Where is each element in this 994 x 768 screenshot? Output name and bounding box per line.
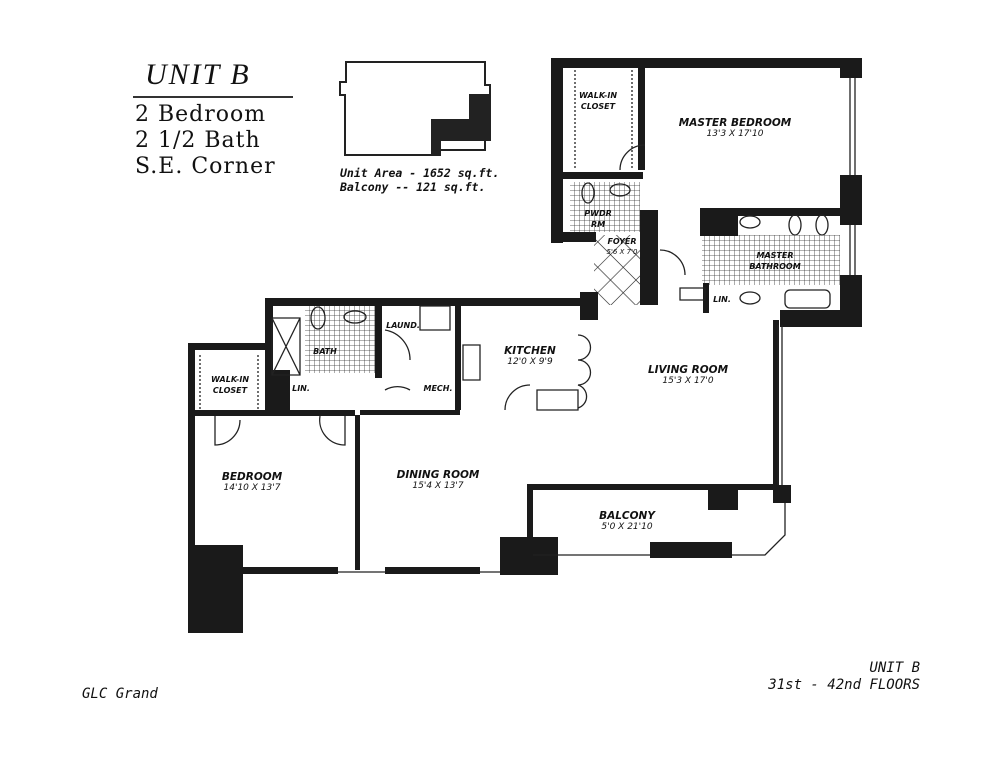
footer-floors: 31st - 42nd FLOORS [768, 677, 920, 693]
title-underline [133, 96, 293, 98]
balcony-name: BALCONY [599, 510, 655, 522]
footer-unit: UNIT B [869, 660, 920, 676]
kitchen-dims: 12'0 X 9'9 [507, 357, 553, 367]
building-name: GLC Grand [82, 686, 158, 702]
room-master-linen: LIN. [713, 295, 731, 304]
walls [188, 58, 862, 633]
living-room-name: LIVING ROOM [647, 364, 729, 376]
balcony-dims: 5'0 X 21'10 [601, 522, 653, 532]
room-mech: MECH. [423, 384, 453, 393]
master-bedroom-dims: 13'3 X 17'10 [706, 129, 764, 139]
kitchen-name: KITCHEN [504, 345, 556, 357]
foyer-dims: 5'6 X 7'0 [606, 248, 638, 256]
dining-room-name: DINING ROOM [396, 469, 480, 481]
fixtures-and-doors [199, 70, 856, 573]
key-plan [339, 61, 491, 156]
bath-count: 2 1/2 Bath [135, 128, 261, 153]
room-master-bathroom: MASTER BATHROOM [749, 251, 801, 271]
foyer-name: FOYER [607, 237, 637, 246]
room-bath: BATH [313, 347, 337, 356]
room-laundry: LAUND. [386, 321, 420, 330]
master-bath-floor [702, 235, 840, 285]
bath-floor [305, 305, 375, 373]
bedroom-dims: 14'10 X 13'7 [223, 483, 281, 493]
room-master-closet: WALK-IN CLOSET [578, 91, 618, 111]
living-room-dims: 15'3 X 17'0 [662, 376, 714, 386]
unit-area: Unit Area - 1652 sq.ft. [340, 166, 500, 180]
bedroom-count: 2 Bedroom [135, 102, 267, 127]
unit-title: UNIT B [145, 58, 251, 91]
room-foyer: FOYER 5'6 X 7'0 [607, 236, 638, 258]
room-powder: PWDR RM [584, 209, 612, 229]
corner-location: S.E. Corner [135, 154, 276, 179]
dining-room-dims: 15'4 X 13'7 [412, 481, 464, 491]
room-linen: LIN. [292, 384, 310, 393]
balcony-area: Balcony -- 121 sq.ft. [340, 180, 486, 194]
bedroom-name: BEDROOM [221, 471, 283, 483]
master-bedroom-name: MASTER BEDROOM [678, 117, 792, 129]
room-closet: WALK-IN CLOSET [210, 375, 250, 395]
